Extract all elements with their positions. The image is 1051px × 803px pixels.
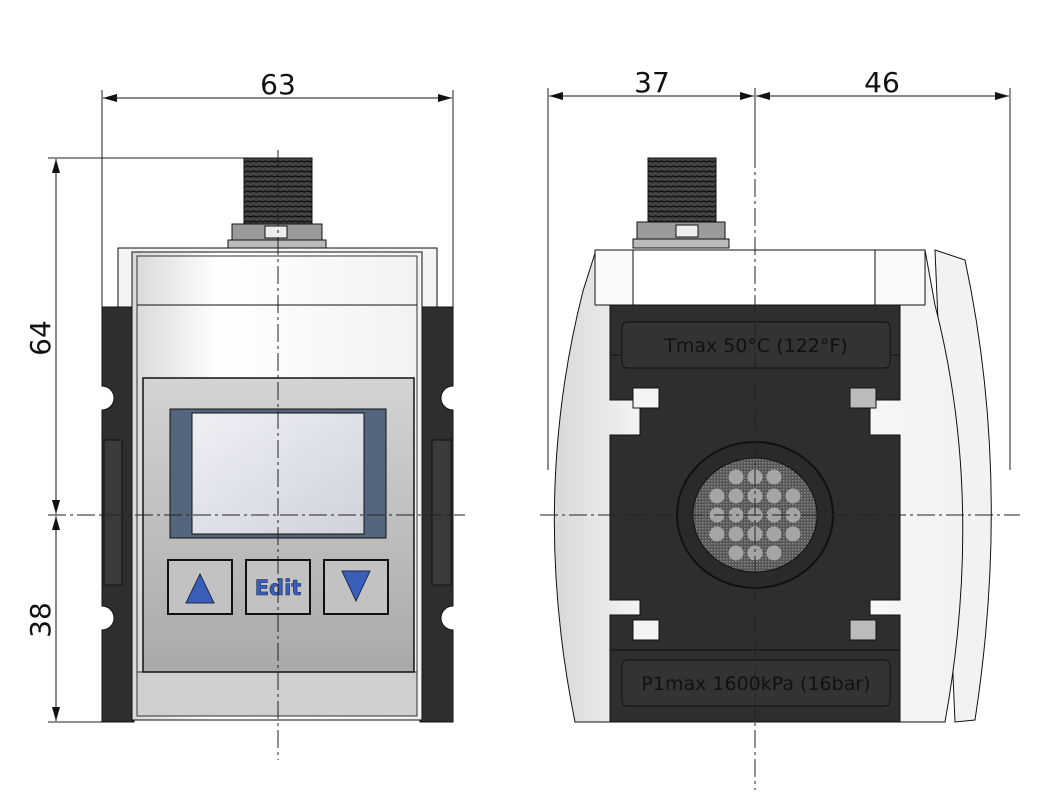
pressure-rating-text: P1max 1600kPa (16bar) [641,673,870,695]
mounting-slot [632,387,660,409]
down-arrow-icon [341,570,371,603]
filter-hole [728,488,744,504]
filter-hole [747,545,763,561]
side-view: 37 46 Tmax 50°C (122°F) P1max 1600kPa (1… [540,66,1020,790]
up-button[interactable] [167,559,233,615]
filter-hole [728,469,744,485]
m12-connector [632,157,730,249]
filter-hole [728,545,744,561]
mounting-slot [849,619,877,641]
filter-hole [785,507,801,523]
mounting-slot [632,619,660,641]
upper-height-dimension-label: 64 [24,320,57,356]
filter-hole [766,469,782,485]
m12-connector [227,157,327,249]
up-arrow-icon [185,572,215,604]
filter-hole [728,526,744,542]
filter-hole [766,526,782,542]
front-view: 63 64 38 [24,68,465,760]
left-dimension-label: 37 [634,66,670,99]
temperature-label-plate [621,321,891,369]
filter-hole [747,488,763,504]
lower-height-dimension-label: 38 [24,602,57,638]
filter-hole [709,526,725,542]
filter-holes [709,469,801,561]
right-dimension-label: 46 [864,66,900,99]
filter-hole [766,488,782,504]
filter-hole [766,545,782,561]
width-dimension-label: 63 [260,68,296,101]
bottom-band [136,671,418,717]
filter-hole [709,488,725,504]
pressure-label-plate [621,659,891,707]
filter-hole [785,488,801,504]
filter-hole [785,526,801,542]
down-button[interactable] [323,559,389,615]
mounting-slot [849,387,877,409]
